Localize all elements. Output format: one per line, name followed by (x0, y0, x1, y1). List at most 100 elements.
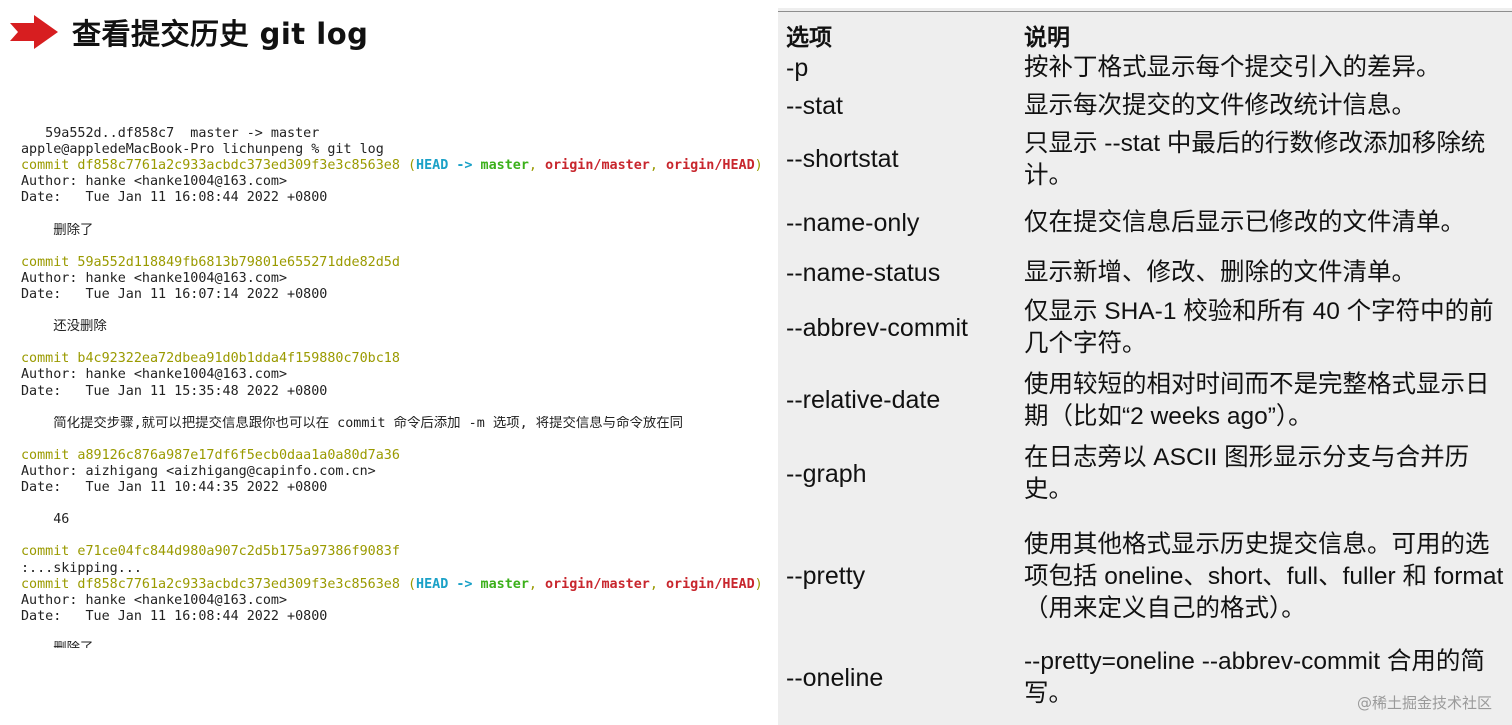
table-cell-option: --relative-date (786, 386, 941, 414)
terminal-segment: Date: Tue Jan 11 16:08:44 2022 +0800 (21, 608, 328, 624)
terminal-segment: 46 (21, 512, 70, 528)
terminal-segment: HEAD -> (416, 576, 481, 592)
table-cell-option: --graph (786, 460, 867, 488)
terminal-segment: commit df858c7761a2c933acbdc373ed309f3e3… (21, 576, 408, 592)
terminal-segment: Date: Tue Jan 11 15:35:48 2022 +0800 (21, 383, 328, 399)
terminal-line: 59a552d..df858c7 master -> master (21, 126, 778, 142)
table-cell-option: --shortstat (786, 145, 899, 173)
table-cell-option: -p (786, 54, 809, 82)
watermark: @稀土掘金技术社区 (1356, 694, 1492, 712)
terminal-segment: master (480, 158, 529, 174)
table-cell-option: --name-only (786, 209, 920, 237)
table-cell-description: 仅显示 SHA-1 校验和所有 40 个字符中的前几个字符。 (1024, 298, 1494, 357)
terminal-line: Author: hanke <hanke1004@163.com> (21, 271, 778, 287)
terminal-line: Author: hanke <hanke1004@163.com> (21, 593, 778, 609)
table-cell-description: 仅在提交信息后显示已修改的文件清单。 (1024, 209, 1465, 236)
terminal-segment: origin/HEAD (665, 158, 755, 174)
terminal-segment: ) (754, 576, 763, 592)
terminal-segment: commit b4c92322ea72dbea91d0b1dda4f159880… (21, 351, 400, 367)
terminal-segment: Date: Tue Jan 11 10:44:35 2022 +0800 (21, 480, 328, 496)
table-cell-option: --abbrev-commit (786, 314, 968, 342)
terminal-line: :...skipping... (21, 561, 778, 577)
terminal-line: 还没删除 (21, 319, 778, 335)
terminal-line (21, 496, 778, 512)
terminal-segment: 删除了 (21, 222, 94, 238)
table-cell-description: 显示每次提交的文件修改统计信息。 (1024, 92, 1416, 119)
terminal-segment: commit e71ce04fc844d980a907c2d5b175a9738… (21, 544, 400, 560)
terminal-line: commit df858c7761a2c933acbdc373ed309f3e3… (21, 158, 778, 174)
terminal-segment: , (649, 576, 666, 592)
left-panel: 查看提交历史 git log 59a552d..df858c7 master -… (8, 10, 778, 648)
terminal-segment: 还没删除 (21, 319, 107, 335)
terminal-line (21, 400, 778, 416)
terminal-segment: ) (754, 158, 763, 174)
terminal-line (21, 206, 778, 222)
terminal-segment: ( (407, 158, 417, 174)
terminal-line (21, 625, 778, 641)
table-cell-description: --pretty=oneline --abbrev-commit 合用的简写。 (1024, 648, 1485, 707)
terminal-segment: ( (407, 576, 417, 592)
terminal-line: Date: Tue Jan 11 16:07:14 2022 +0800 (21, 287, 778, 303)
terminal-line (21, 528, 778, 544)
terminal-segment: origin/master (545, 576, 650, 592)
terminal-line: 46 (21, 512, 778, 528)
terminal-line: Date: Tue Jan 11 10:44:35 2022 +0800 (21, 480, 778, 496)
terminal-line: Author: hanke <hanke1004@163.com> (21, 174, 778, 190)
table-cell-option: --stat (786, 92, 843, 120)
table-cell-description: 只显示 --stat 中最后的行数修改添加移除统计。 (1024, 130, 1486, 189)
terminal-line (21, 239, 778, 255)
terminal-line: 删除了 (21, 223, 778, 239)
terminal-line: commit 59a552d118849fb6813b79801e655271d… (21, 255, 778, 271)
terminal-segment: Author: hanke <hanke1004@163.com> (21, 174, 288, 190)
table-cell-description: 使用其他格式显示历史提交信息。可用的选项包括 oneline、short、ful… (1024, 531, 1504, 622)
terminal-line: 简化提交步骤,就可以把提交信息跟你也可以在 commit 命令后添加 -m 选项… (21, 416, 778, 432)
terminal-line: commit e71ce04fc844d980a907c2d5b175a9738… (21, 544, 778, 560)
terminal-line: Date: Tue Jan 11 16:08:44 2022 +0800 (21, 190, 778, 206)
terminal-segment: Date: Tue Jan 11 16:07:14 2022 +0800 (21, 286, 328, 302)
slide-title: 查看提交历史 git log (72, 17, 369, 51)
terminal-segment: Author: hanke <hanke1004@163.com> (21, 270, 288, 286)
table-cell-description: 按补丁格式显示每个提交引入的差异。 (1024, 54, 1441, 81)
terminal-line: Author: aizhigang <aizhigang@capinfo.com… (21, 464, 778, 480)
terminal-line: commit a89126c876a987e17df6f5ecb0daa1a0a… (21, 448, 778, 464)
terminal-segment: Date: Tue Jan 11 16:08:44 2022 +0800 (21, 190, 328, 206)
terminal-segment: 59a552d..df858c7 master -> master (21, 126, 320, 141)
terminal-line: commit df858c7761a2c933acbdc373ed309f3e3… (21, 577, 778, 593)
terminal-line (21, 432, 778, 448)
table-cell-description: 在日志旁以 ASCII 图形显示分支与合并历史。 (1024, 444, 1470, 503)
table-top-rule (778, 11, 1512, 12)
terminal-segment: origin/master (545, 158, 650, 174)
table-cell-description: 显示新增、修改、删除的文件清单。 (1024, 259, 1416, 286)
terminal-segment: 简化提交步骤,就可以把提交信息跟你也可以在 commit 命令后添加 -m 选项… (21, 415, 684, 431)
terminal-segment: , (528, 158, 546, 174)
terminal-segment: :...skipping... (21, 560, 142, 576)
table-cell-option: --pretty (786, 562, 866, 590)
terminal-segment: HEAD -> (416, 158, 481, 174)
terminal-segment: commit 59a552d118849fb6813b79801e655271d… (21, 254, 400, 270)
red-arrow-icon (8, 13, 60, 51)
terminal-line: 删除了 (21, 641, 778, 648)
table-cell-option: --oneline (786, 664, 884, 692)
terminal-segment: commit df858c7761a2c933acbdc373ed309f3e3… (21, 158, 408, 174)
terminal-segment: Author: aizhigang <aizhigang@capinfo.com… (21, 463, 376, 479)
terminal-segment: Author: hanke <hanke1004@163.com> (21, 367, 288, 383)
terminal-segment: origin/HEAD (665, 576, 755, 592)
terminal-line: Author: hanke <hanke1004@163.com> (21, 367, 778, 383)
terminal-line: Date: Tue Jan 11 16:08:44 2022 +0800 (21, 609, 778, 625)
terminal-segment: apple@appledeMacBook-Pro lichunpeng % gi… (21, 142, 384, 158)
terminal-line (21, 303, 778, 319)
terminal-line (21, 335, 778, 351)
table-cell-option: --name-status (786, 259, 941, 287)
header-option: 选项 (786, 24, 832, 50)
terminal-line: commit b4c92322ea72dbea91d0b1dda4f159880… (21, 351, 778, 367)
terminal-segment: commit a89126c876a987e17df6f5ecb0daa1a0a… (21, 447, 400, 463)
terminal-segment: Author: hanke <hanke1004@163.com> (21, 592, 288, 608)
table-cell-description: 使用较短的相对时间而不是完整格式显示日期（比如“2 weeks ago”）。 (1024, 371, 1490, 430)
terminal-segment: 删除了 (21, 641, 93, 648)
slide-title-row: 查看提交历史 git log (8, 10, 368, 54)
terminal-line: Date: Tue Jan 11 15:35:48 2022 +0800 (21, 384, 778, 400)
terminal-segment: master (480, 576, 529, 592)
terminal-line: apple@appledeMacBook-Pro lichunpeng % gi… (21, 142, 778, 158)
